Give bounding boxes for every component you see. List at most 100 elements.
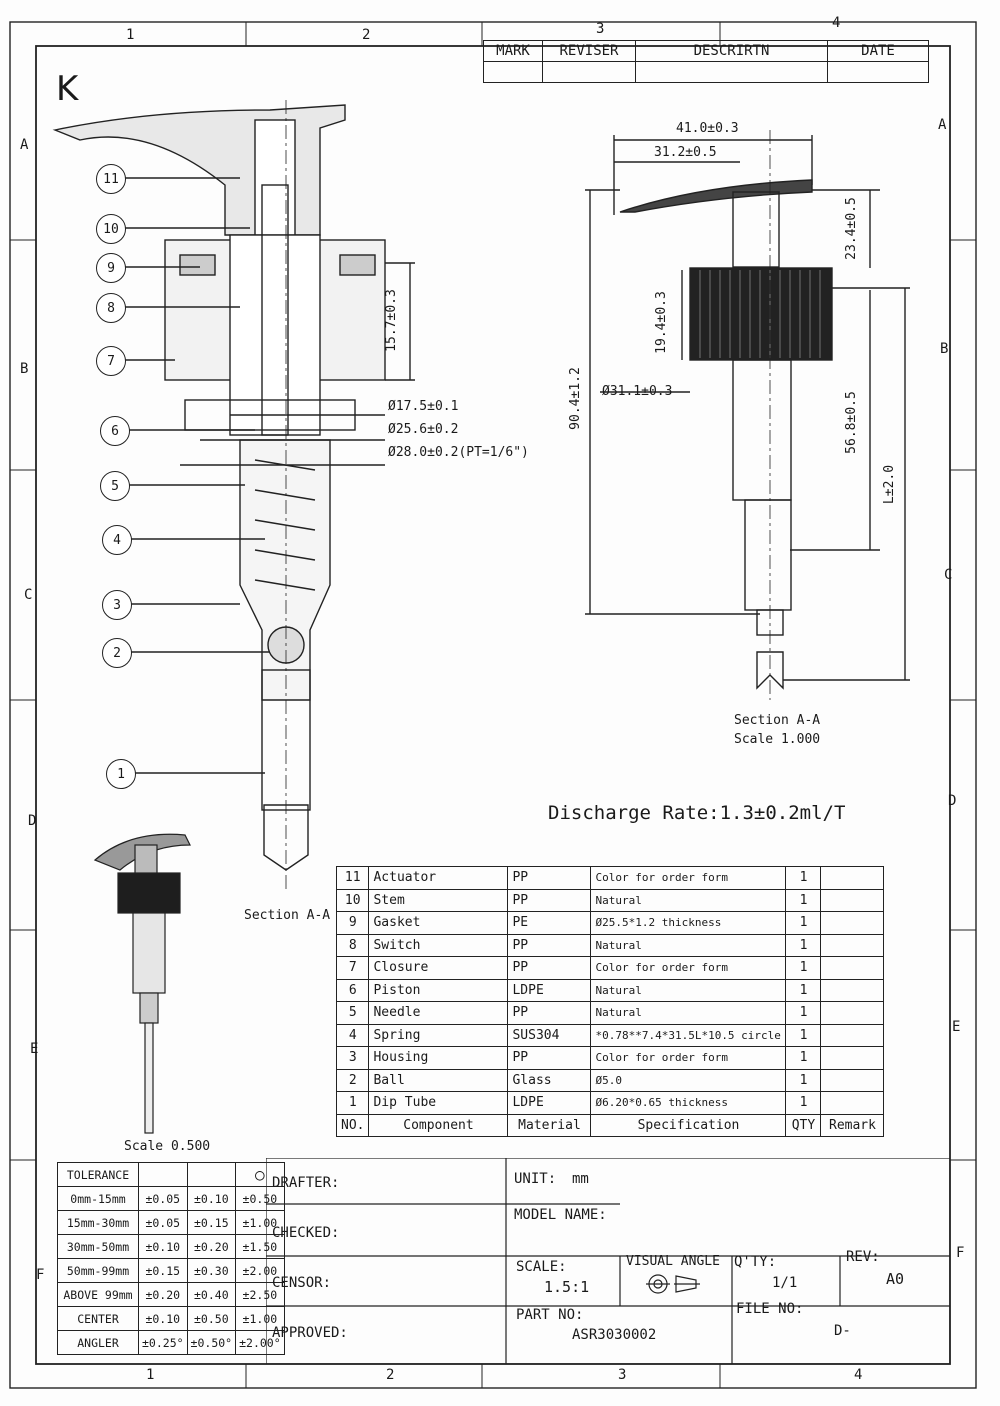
bom-qty: 1 <box>785 866 822 890</box>
row-mark-d-right: D <box>948 793 957 809</box>
bom-no: 4 <box>335 1023 370 1047</box>
row-mark-f-right: F <box>956 1245 965 1261</box>
discharge-rate: Discharge Rate:1.3±0.2ml/T <box>548 802 846 824</box>
bom-remark <box>820 1091 885 1115</box>
tolerance-row: 0mm-15mm±0.05±0.10±0.50 <box>57 1186 285 1211</box>
bom-spec: Ø5.0 <box>590 1068 787 1092</box>
bom-spec: Natural <box>590 1001 787 1025</box>
tolerance-title: TOLERANCE <box>57 1162 139 1187</box>
dim-56-8: 56.8±0.5 <box>843 391 859 454</box>
dim-d31-1: Ø31.1±0.3 <box>602 384 673 399</box>
drafter-label: DRAFTER: <box>272 1175 340 1191</box>
bom-material: PP <box>507 866 592 890</box>
col-mark-1: 1 <box>126 27 135 43</box>
bom-component: Closure <box>368 956 509 980</box>
col-mark-4: 4 <box>832 15 841 31</box>
tolerance-value: ±2.50 <box>235 1282 285 1307</box>
bom-material: LDPE <box>507 978 592 1002</box>
section-view <box>52 100 415 890</box>
section-label-left: Section A-A <box>244 908 331 923</box>
rev-head-reviser: REVISER <box>542 40 636 62</box>
tolerance-row: CENTER±0.10±0.50±1.00 <box>57 1306 285 1331</box>
callout-8: 8 <box>96 293 126 323</box>
section-label-right: Section A-A <box>734 713 821 728</box>
tolerance-row: 30mm-50mm±0.10±0.20±1.50 <box>57 1234 285 1259</box>
tolerance-value: ±0.15 <box>186 1210 237 1235</box>
bom-remark <box>820 866 885 890</box>
tolerance-value: ±0.15 <box>138 1258 188 1283</box>
bom-component: Switch <box>368 933 509 957</box>
tolerance-circle: ○ <box>235 1162 285 1187</box>
bom-component: Actuator <box>368 866 509 890</box>
tolerance-blank <box>138 1162 188 1187</box>
bom-qty: 1 <box>785 933 822 957</box>
bom-no: 6 <box>335 978 370 1002</box>
bom-spec: *0.78**7.4*31.5L*10.5 circle <box>590 1023 787 1047</box>
tolerance-value: ±0.10 <box>138 1306 188 1331</box>
bom-remark <box>820 888 885 912</box>
bom-remark <box>820 1001 885 1025</box>
tolerance-range: ANGLER <box>57 1330 139 1355</box>
rev-head-description: DESCRIRTN <box>635 40 828 62</box>
bom-no: 3 <box>335 1046 370 1070</box>
bom-spec: Ø6.20*0.65 thickness <box>590 1091 787 1115</box>
tolerance-range: CENTER <box>57 1306 139 1331</box>
bom-material: PE <box>507 911 592 935</box>
callout-1: 1 <box>106 759 136 789</box>
col-mark-3: 3 <box>596 21 605 37</box>
callout-10: 10 <box>96 214 126 244</box>
tolerance-value: ±1.00 <box>235 1306 285 1331</box>
callout-4: 4 <box>102 525 132 555</box>
bom-material: PP <box>507 1001 592 1025</box>
row-mark-d: D <box>28 813 37 829</box>
tolerance-row: ANGLER±0.25°±0.50°±2.00° <box>57 1330 285 1355</box>
callout-9: 9 <box>96 253 126 283</box>
tolerance-value: ±0.40 <box>186 1282 237 1307</box>
row-mark-c: C <box>24 587 33 603</box>
bom-qty: 1 <box>785 1091 822 1115</box>
tolerance-blank <box>186 1162 237 1187</box>
col-mark-2-bottom: 2 <box>386 1367 395 1383</box>
tolerance-range: 15mm-30mm <box>57 1210 139 1235</box>
bom-spec: Ø25.5*1.2 thickness <box>590 911 787 935</box>
tolerance-range: ABOVE 99mm <box>57 1282 139 1307</box>
callout-5: 5 <box>100 471 130 501</box>
col-mark-4-bottom: 4 <box>854 1367 863 1383</box>
dim-41-0: 41.0±0.3 <box>676 121 739 136</box>
bom-qty: 1 <box>785 911 822 935</box>
dim-19-4: 19.4±0.3 <box>653 291 669 354</box>
bom-header: Material <box>507 1113 592 1137</box>
bom-header: NO. <box>335 1113 370 1137</box>
qty-value: 1/1 <box>772 1275 798 1291</box>
rev-value: A0 <box>886 1270 905 1288</box>
bom-header: Component <box>368 1113 509 1137</box>
callout-3: 3 <box>102 590 132 620</box>
unit-label: UNIT: <box>514 1171 557 1187</box>
callout-11: 11 <box>96 164 126 194</box>
row-mark-b: B <box>20 361 29 377</box>
pump-photo <box>93 833 191 1134</box>
row-mark-a-right: A <box>938 117 947 133</box>
tolerance-value: ±0.05 <box>138 1210 188 1235</box>
bom-component: Ball <box>368 1068 509 1092</box>
bom-remark <box>820 911 885 935</box>
part-no-value: ASR3030002 <box>572 1327 657 1343</box>
rev-head-date: DATE <box>827 40 929 62</box>
bom-header: Remark <box>820 1113 885 1137</box>
col-mark-1-bottom: 1 <box>146 1367 155 1383</box>
bom-spec: Color for order form <box>590 1046 787 1070</box>
bom-spec: Color for order form <box>590 956 787 980</box>
dim-d25-6: Ø25.6±0.2 <box>388 422 459 437</box>
tolerance-value: ±0.20 <box>186 1234 237 1259</box>
callout-2: 2 <box>102 638 132 668</box>
bom-qty: 1 <box>785 978 822 1002</box>
file-no-value: D- <box>834 1323 851 1339</box>
visual-angle-label: VISUAL ANGLE <box>626 1254 720 1269</box>
